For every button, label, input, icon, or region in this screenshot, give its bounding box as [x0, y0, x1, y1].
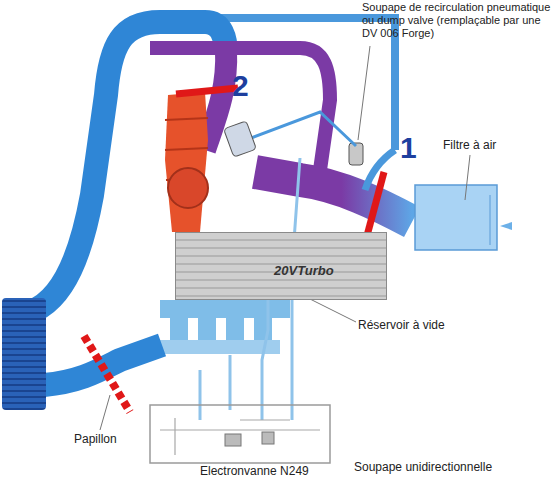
exhaust-manifold [165, 92, 208, 232]
intercooler [2, 298, 46, 410]
intake-pipe [255, 172, 412, 222]
callout-number: 1 [400, 132, 430, 164]
callout-number: 2 [232, 70, 262, 102]
control-box [150, 405, 330, 463]
air-inlet-arrow [500, 222, 512, 230]
filter-edge [490, 195, 491, 245]
compressor-outlet [205, 50, 226, 150]
dump-valve [349, 143, 363, 165]
leader-line [465, 155, 470, 200]
leader-line [100, 395, 110, 430]
air-filter [415, 185, 497, 250]
check-valve [262, 432, 274, 444]
part-label: Filtre à air [443, 138, 543, 152]
leader-line [358, 46, 370, 140]
runner-base [150, 340, 280, 354]
intake-plenum [160, 300, 290, 318]
part-label: Electronvanne N249 [200, 464, 340, 478]
turbo-housing [168, 168, 208, 208]
part-label: Soupape unidirectionnelle [354, 460, 534, 474]
wastegate [224, 121, 257, 157]
engine-name: 20VTurbo [274, 263, 334, 278]
throttle-marker [84, 336, 130, 412]
part-label: Papillon [74, 432, 154, 446]
control-wiring [160, 418, 320, 455]
marker-bar [176, 88, 238, 94]
boost-hose [246, 112, 356, 146]
part-label: Soupape de recirculation pneumatique ou … [362, 1, 552, 40]
part-label: Réservoir à vide [358, 318, 478, 332]
engine-block: 20VTurbo [175, 232, 387, 300]
solenoid-valve [225, 434, 241, 446]
